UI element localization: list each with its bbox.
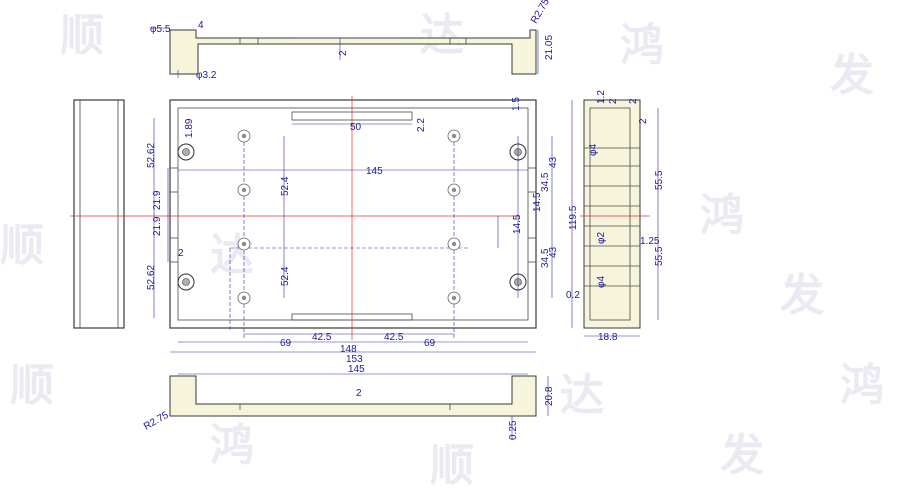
watermark-char: 顺 xyxy=(0,220,44,271)
dim-label: 20.8 xyxy=(544,386,555,406)
dim-label: 1.25 xyxy=(640,236,660,247)
watermark-char: 顺 xyxy=(60,10,104,61)
plan-view: 1.5 50 2.2 145 1.89 52.62 21.9 21.9 2 52… xyxy=(146,96,579,365)
dim-label: 21.9 xyxy=(152,190,163,210)
dim-label: 21.9 xyxy=(152,216,163,236)
dim-label: 2 xyxy=(628,98,639,104)
dim-label: 148 xyxy=(340,344,357,355)
bottom-section-view: 145 2 20.8 R2.75 0.25 xyxy=(142,364,555,440)
dim-label: 55.5 xyxy=(654,170,665,190)
dim-label: 18.8 xyxy=(598,332,618,343)
dim-label: 153 xyxy=(346,354,363,365)
dim-label: 2 xyxy=(608,98,619,104)
bottom-section-body xyxy=(169,375,537,417)
dim-label: 2 xyxy=(338,50,349,56)
top-section-view: φ5.5 4 R2.75 21.05 2 φ3.2 xyxy=(150,0,555,81)
watermark-char: 达 xyxy=(560,370,604,421)
dim-label: 1.5 xyxy=(511,97,522,111)
watermark-char: 发 xyxy=(830,50,874,101)
pcb-boss xyxy=(237,237,251,251)
dim-label: 4 xyxy=(198,20,204,31)
dim-label: 42.5 xyxy=(312,332,332,343)
pcb-boss xyxy=(237,183,251,197)
mounting-hole xyxy=(177,143,195,161)
dim-label: 69 xyxy=(280,338,292,349)
mounting-hole xyxy=(177,273,195,291)
dim-label: 145 xyxy=(348,364,365,375)
dim-label: 52.4 xyxy=(280,266,291,286)
dim-label: 2.2 xyxy=(416,118,427,132)
inner-outline xyxy=(177,107,529,321)
dim-label: R2.75 xyxy=(529,0,552,26)
left-side-view xyxy=(70,99,150,329)
dim-label: φ4 xyxy=(596,276,607,288)
pcb-boss xyxy=(447,237,461,251)
pcb-boss xyxy=(237,291,251,305)
dim-label: 69 xyxy=(424,338,436,349)
left-side-body xyxy=(73,99,125,329)
dim-label: 52.62 xyxy=(146,143,157,168)
dim-label: 119.5 xyxy=(568,205,579,230)
pcb-boss xyxy=(447,291,461,305)
watermark-char: 鸿 xyxy=(840,360,884,411)
dim-label: 145 xyxy=(366,166,383,177)
outer-outline xyxy=(169,99,537,329)
pcb-boss xyxy=(447,129,461,143)
dim-label: 43 xyxy=(548,246,559,258)
pcb-boss xyxy=(237,129,251,143)
dim-label: 50 xyxy=(350,122,362,133)
watermark: 顺 达 鸿 发 顺 达 鸿 发 顺 鸿 顺 达 发 鸿 xyxy=(0,10,884,491)
dim-label: 42.5 xyxy=(384,332,404,343)
dim-label: 14.5 xyxy=(532,192,543,212)
dim-label: 0.25 xyxy=(508,420,519,440)
watermark-char: 鸿 xyxy=(620,20,664,71)
dim-label: 43 xyxy=(548,156,559,168)
dim-label: φ5.5 xyxy=(150,24,171,35)
dim-label: 2 xyxy=(178,248,184,259)
dim-label: 34.5 xyxy=(540,248,551,268)
dim-label: φ3.2 xyxy=(196,70,217,81)
dim-label: φ4 xyxy=(588,144,599,156)
dim-label: 55.5 xyxy=(654,246,665,266)
dim-label: φ2 xyxy=(596,232,607,244)
dim-label: 52.4 xyxy=(280,176,291,196)
dim-label: 52.62 xyxy=(146,265,157,290)
dim-label: 1.2 xyxy=(596,90,607,104)
right-side-body xyxy=(583,99,641,329)
watermark-char: 发 xyxy=(720,430,764,481)
dim-label: 0.2 xyxy=(566,290,580,301)
dim-label: 2 xyxy=(638,118,649,124)
dim-label: 34.5 xyxy=(540,172,551,192)
watermark-char: 顺 xyxy=(10,360,54,411)
right-side-view: 1.2 2 2 2 φ4 φ2 55.5 1.25 55.5 φ4 0.2 18… xyxy=(566,90,665,343)
dim-label: 21.05 xyxy=(544,35,555,60)
watermark-char: 顺 xyxy=(430,440,474,491)
dim-label: 1.89 xyxy=(184,118,195,138)
top-section-body xyxy=(169,29,537,75)
watermark-char: 鸿 xyxy=(210,420,254,471)
watermark-char: 鸿 xyxy=(700,190,744,241)
dim-label: 2 xyxy=(356,388,362,399)
dim-label: R2.75 xyxy=(142,410,171,433)
watermark-char: 达 xyxy=(420,10,464,61)
watermark-char: 发 xyxy=(780,270,824,321)
dim-label: 14.5 xyxy=(512,214,523,234)
watermark-char: 达 xyxy=(210,230,254,281)
pcb-boss xyxy=(447,183,461,197)
